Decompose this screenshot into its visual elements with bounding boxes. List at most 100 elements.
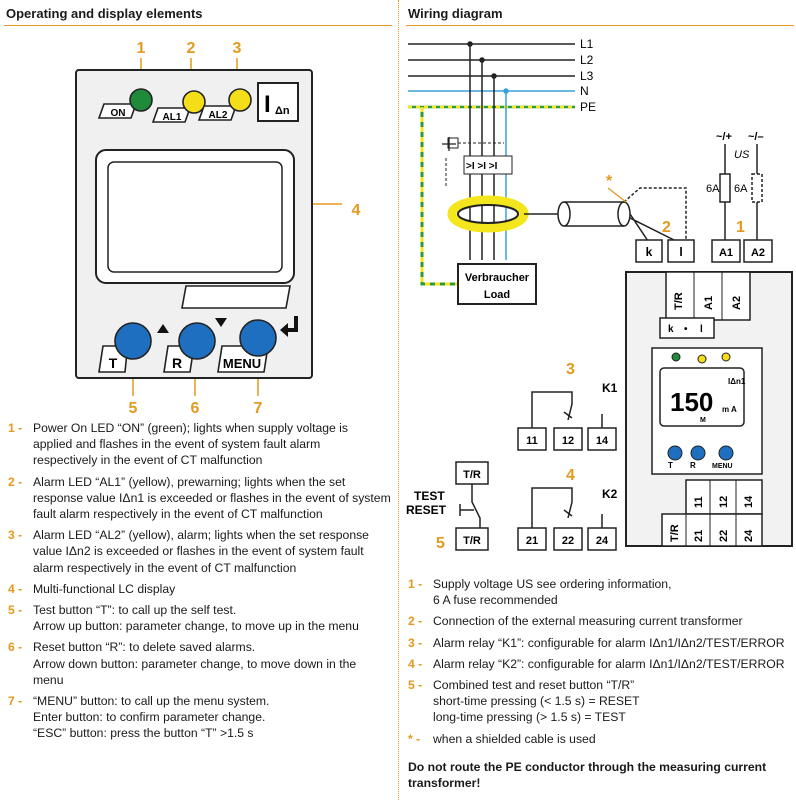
svg-text:k: k xyxy=(646,245,653,259)
pe-warning: Do not route the PE conductor through th… xyxy=(408,760,767,790)
operating-elements-list: 1 -Power On LED “ON” (green); lights whe… xyxy=(6,420,396,747)
device-front-panel: 1 2 3 4 5 6 7 ON AL1 AL2 I Δn xyxy=(75,40,361,417)
svg-text:A1: A1 xyxy=(719,247,733,259)
svg-text:T: T xyxy=(668,461,673,470)
supply-plus-label: ~/+ xyxy=(716,131,732,143)
list-item: 5 -Test button “T”: to call up the self … xyxy=(8,603,359,634)
arrow-down-icon xyxy=(215,318,227,327)
callout-6: 6 xyxy=(191,400,200,417)
svg-text:AL2: AL2 xyxy=(209,110,228,121)
display-unit: m A xyxy=(722,405,737,414)
callout-2: 2 xyxy=(187,40,196,57)
test-button[interactable]: T xyxy=(98,322,152,373)
enter-icon xyxy=(280,316,298,337)
supply-minus-label: ~/– xyxy=(748,131,764,143)
tr-button-wiring: T/R T/R xyxy=(455,461,489,551)
display-value: 150 xyxy=(670,387,713,417)
line-l1-label: L1 xyxy=(580,37,594,51)
list-item: 2 -Alarm LED “AL1” (yellow), prewarning;… xyxy=(8,474,391,522)
k1-label: K1 xyxy=(602,381,618,395)
list-item: * -when a shielded cable is used xyxy=(408,731,596,746)
svg-text:A2: A2 xyxy=(751,247,765,259)
svg-text:R: R xyxy=(690,461,696,470)
list-item: 1 -Supply voltage US see ordering inform… xyxy=(408,577,672,608)
callout-4: 4 xyxy=(352,202,361,219)
svg-text:l: l xyxy=(700,324,703,335)
test-label: TEST xyxy=(414,489,445,503)
pe-conductor xyxy=(420,107,458,286)
svg-text:11: 11 xyxy=(526,435,538,447)
svg-text:14: 14 xyxy=(743,495,755,508)
svg-text:12: 12 xyxy=(718,496,730,508)
lc-display xyxy=(95,149,295,284)
supply-fuses xyxy=(719,144,763,240)
reset-button[interactable]: R xyxy=(163,322,216,373)
line-n-label: N xyxy=(580,84,589,98)
menu-button[interactable]: MENU xyxy=(217,319,277,373)
list-item: 6 -Reset button “R”: to delete saved ala… xyxy=(8,640,357,687)
supply-lines xyxy=(408,43,575,109)
on-led: ON xyxy=(97,88,153,119)
k2-label: K2 xyxy=(602,487,618,501)
svg-text:•: • xyxy=(684,324,688,335)
wiring-diagram-title: Wiring diagram xyxy=(408,6,503,21)
callout-3: 3 xyxy=(566,361,575,378)
display-idn: IΔn1 xyxy=(728,377,746,386)
svg-text:Verbraucher: Verbraucher xyxy=(465,272,530,284)
svg-text:T/R: T/R xyxy=(669,524,681,542)
callout-1: 1 xyxy=(137,40,146,57)
us-label: US xyxy=(734,149,750,161)
svg-text:A2: A2 xyxy=(731,296,743,310)
svg-text:k: k xyxy=(668,324,674,335)
supply-terminals: A1 A2 xyxy=(711,239,773,263)
list-item: 7 -“MENU” button: to call up the menu sy… xyxy=(8,694,270,741)
callout-3: 3 xyxy=(233,40,242,57)
label-slot xyxy=(181,285,291,309)
svg-text:21: 21 xyxy=(526,535,538,547)
right-title-rule xyxy=(406,25,794,26)
ct-terminals: k l xyxy=(635,239,695,263)
left-title-rule xyxy=(4,25,392,26)
list-item: 2 -Connection of the external measuring … xyxy=(408,614,743,629)
fuse-2-label: 6A xyxy=(734,183,748,195)
wiring-diagram: L1 L2 L3 N PE >I >I >I Verbraucher Load xyxy=(406,37,793,552)
svg-text:Δn: Δn xyxy=(275,105,290,117)
svg-text:MENU: MENU xyxy=(712,463,733,470)
svg-text:11: 11 xyxy=(693,496,705,508)
load-box: Verbraucher Load xyxy=(457,263,537,305)
svg-text:T/R: T/R xyxy=(463,535,481,547)
relay-k1: 11 12 14 xyxy=(517,391,617,451)
display-m: M xyxy=(700,417,706,424)
callout-5: 5 xyxy=(436,535,445,552)
svg-text:l: l xyxy=(679,245,682,259)
svg-text:Load: Load xyxy=(484,289,510,301)
callout-5: 5 xyxy=(129,400,138,417)
svg-text:12: 12 xyxy=(562,435,574,447)
list-item: 3 -Alarm LED “AL2” (yellow), alarm; ligh… xyxy=(8,528,369,575)
svg-text:T/R: T/R xyxy=(463,469,481,481)
fuse-1-label: 6A xyxy=(706,183,720,195)
reset-label: RESET xyxy=(406,503,447,517)
svg-text:AL1: AL1 xyxy=(163,112,182,123)
current-transformer xyxy=(447,195,529,233)
svg-text:T: T xyxy=(109,355,118,371)
shield-asterisk: * xyxy=(606,173,613,190)
svg-text:T/R: T/R xyxy=(673,292,685,310)
callout-1: 1 xyxy=(736,219,745,236)
arrow-up-icon xyxy=(157,324,169,333)
list-item: 5 -Combined test and reset button “T/R” … xyxy=(408,678,640,725)
svg-text:21: 21 xyxy=(693,530,705,542)
svg-text:24: 24 xyxy=(743,529,755,542)
svg-text:>I >I >I: >I >I >I xyxy=(466,161,498,172)
list-item: 1 -Power On LED “ON” (green); lights whe… xyxy=(8,421,348,468)
svg-text:22: 22 xyxy=(718,530,730,542)
relay-k2: 21 22 24 xyxy=(517,487,617,551)
circuit-breaker: >I >I >I xyxy=(442,137,513,186)
svg-text:R: R xyxy=(172,355,182,371)
callout-7: 7 xyxy=(254,400,263,417)
al1-led: AL1 xyxy=(151,90,206,123)
svg-text:14: 14 xyxy=(596,435,609,447)
al2-led: AL2 xyxy=(197,88,252,121)
list-item: 4 -Multi-functional LC display xyxy=(8,581,176,596)
svg-text:22: 22 xyxy=(562,535,574,547)
